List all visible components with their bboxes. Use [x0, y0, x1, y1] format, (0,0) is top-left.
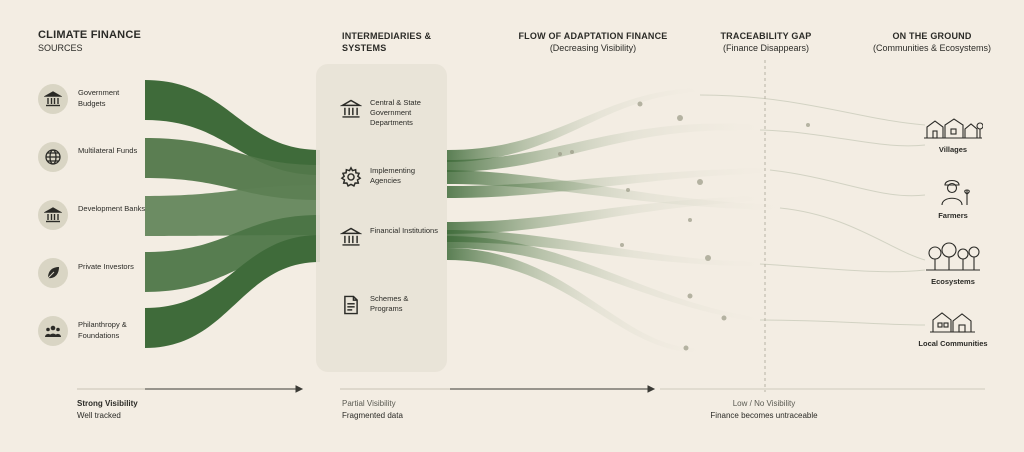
source-philanthropy: Philanthropy & Foundations [38, 316, 148, 352]
gap-header: TRACEABILITY GAP (Finance Disappears) [706, 30, 826, 54]
output-ribbons [447, 88, 780, 353]
ground-subtitle: (Communities & Ecosystems) [872, 43, 992, 53]
visibility-level: Strong Visibility [77, 399, 138, 408]
intermediary-label: Schemes & Programs [370, 294, 409, 313]
particles [558, 101, 810, 351]
intermediaries-title: INTERMEDIARIES & [342, 31, 432, 41]
source-label: Government Budgets [78, 88, 120, 108]
intermediary-label: Central & State Government Departments [370, 98, 421, 127]
destination-villages: Villages [908, 112, 998, 154]
gap-title: TRACEABILITY GAP [720, 31, 812, 41]
sources-title: CLIMATE FINANCE [38, 29, 142, 41]
gap-subtitle: (Finance Disappears) [722, 43, 810, 53]
farmer-icon [941, 179, 970, 206]
source-ribbon [145, 235, 320, 348]
intermediary-government-departments: Central & State Government Departments [340, 98, 435, 138]
bank-icon [340, 227, 362, 246]
intermediaries-header: INTERMEDIARIES & SYSTEMS [342, 30, 431, 54]
source-multilateral-funds: Multilateral Funds [38, 142, 148, 178]
destination-ecosystems: Ecosystems [908, 242, 998, 286]
destination-label: Villages [938, 145, 968, 154]
source-ribbon [145, 80, 320, 175]
destination-farmers: Farmers [908, 176, 998, 220]
flow-title: FLOW OF ADAPTATION FINANCE [518, 31, 668, 41]
destination-local-communities: Local Communities [908, 308, 998, 348]
source-ribbon [145, 215, 320, 292]
visibility-note: Well tracked [77, 411, 121, 420]
sources-subtitle: SOURCES [38, 43, 83, 53]
destination-label: Local Communities [918, 339, 988, 348]
source-ribbons [145, 80, 320, 348]
faint-threads [699, 94, 926, 326]
source-label: Private Investors [78, 262, 134, 271]
destination-label: Farmers [938, 211, 968, 220]
ground-title: ON THE GROUND [892, 31, 972, 41]
trees-icon [926, 242, 980, 271]
intermediary-label: Financial Institutions [370, 226, 438, 235]
visibility-level: Low / No Visibility [732, 399, 796, 408]
globe-icon [38, 142, 68, 172]
source-label: Philanthropy & Foundations [78, 320, 127, 340]
source-development-banks: Development Banks [38, 200, 148, 236]
intermediary-implementing-agencies: Implementing Agencies [340, 166, 435, 196]
visibility-strong: Strong Visibility Well tracked [77, 398, 138, 422]
destination-label: Ecosystems [931, 277, 975, 286]
intermediaries-subtitle: SYSTEMS [342, 43, 387, 53]
intermediary-financial-institutions: Financial Institutions [340, 226, 438, 256]
visibility-low: Low / No Visibility Finance becomes untr… [694, 398, 834, 422]
people-icon [38, 316, 68, 346]
source-government-budgets: Government Budgets [38, 84, 148, 120]
leaf-icon [38, 258, 68, 288]
bank-icon [340, 99, 362, 118]
visibility-note: Fragmented data [342, 411, 403, 420]
source-ribbon [145, 138, 320, 200]
visibility-note: Finance becomes untraceable [710, 411, 818, 420]
ground-header: ON THE GROUND (Communities & Ecosystems) [862, 30, 1002, 54]
village-icon [924, 118, 984, 139]
source-label: Multilateral Funds [78, 146, 138, 155]
bank-icon [38, 200, 68, 230]
visibility-arrows [77, 385, 985, 393]
flow-subtitle: (Decreasing Visibility) [549, 43, 637, 53]
document-icon [344, 295, 358, 315]
gear-icon [340, 166, 362, 187]
source-label: Development Banks [78, 204, 146, 213]
intermediary-label: Implementing Agencies [370, 166, 416, 185]
flow-header: FLOW OF ADAPTATION FINANCE (Decreasing V… [513, 30, 673, 54]
intermediaries-panel [316, 64, 447, 372]
intermediary-schemes-programs: Schemes & Programs [340, 294, 435, 324]
sources-header: CLIMATE FINANCE SOURCES [38, 29, 141, 54]
bank-icon [38, 84, 68, 114]
source-private-investors: Private Investors [38, 258, 148, 294]
houses-icon [930, 312, 975, 333]
visibility-partial: Partial Visibility Fragmented data [342, 398, 403, 422]
visibility-level: Partial Visibility [342, 399, 396, 408]
